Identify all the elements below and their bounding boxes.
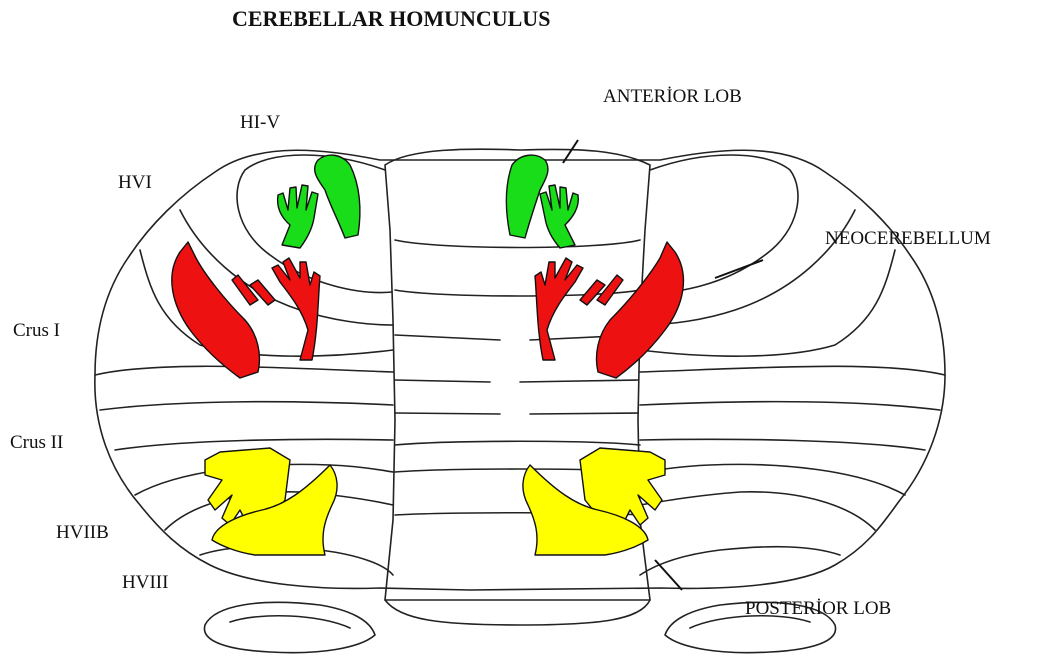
- label-posterior-lob: POSTERİOR LOB: [745, 598, 891, 620]
- label-anterior-lob: ANTERİOR LOB: [603, 86, 742, 108]
- label-hvi: HVI: [118, 172, 152, 194]
- label-crus-i: Crus I: [13, 320, 60, 342]
- label-crus-ii: Crus II: [10, 432, 63, 454]
- label-neocerebellum: NEOCEREBELLUM: [825, 228, 991, 250]
- label-hi-v: HI-V: [240, 112, 280, 134]
- label-hviib: HVIIB: [56, 522, 109, 544]
- label-hviii: HVIII: [122, 572, 168, 594]
